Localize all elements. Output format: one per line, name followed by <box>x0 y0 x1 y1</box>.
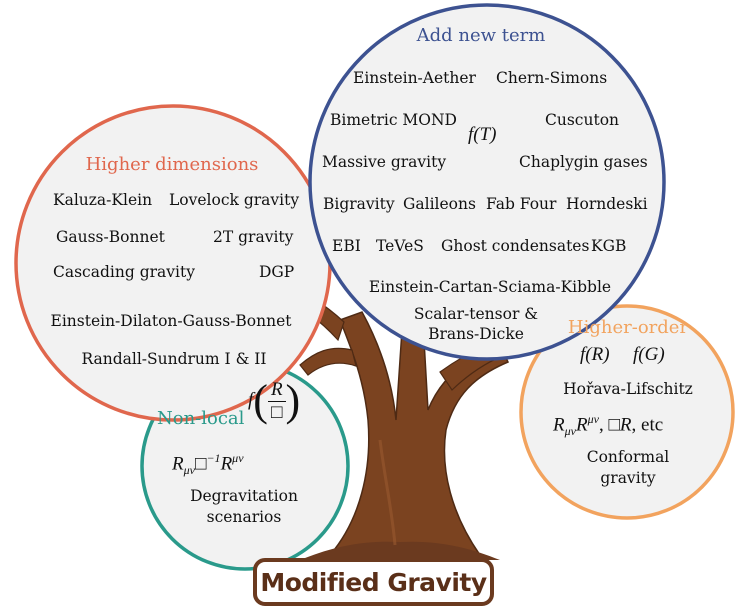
circle-add-new-term <box>308 3 666 361</box>
item-horndeski: Horndeski <box>566 195 648 213</box>
heading-higher-dimensions: Higher dimensions <box>85 154 259 175</box>
heading-higher-order: Higher-order <box>567 317 689 338</box>
item-chaplygin-gases: Chaplygin gases <box>519 153 648 171</box>
tree-roots <box>300 541 500 560</box>
item-conformal: Conformal <box>586 448 670 466</box>
item-scenarios: scenarios <box>206 508 282 526</box>
tree-branch-left-2 <box>299 347 357 376</box>
item-dgp: DGP <box>259 263 295 281</box>
heading-add-new-term: Add new term <box>416 25 546 46</box>
item-ghost-condensates: Ghost condensates <box>441 237 590 255</box>
item-brans-dicke: Brans-Dicke <box>428 325 524 343</box>
circle-higher-order <box>519 304 735 520</box>
item-teves: TeVeS <box>376 237 424 255</box>
item-f-of-t: f(T) <box>468 124 497 145</box>
item-gravity: gravity <box>600 469 656 487</box>
item-einstein-aether: Einstein-Aether <box>353 69 476 87</box>
item-bimetric-mond: Bimetric MOND <box>330 111 457 129</box>
item-gauss-bonnet: Gauss-Bonnet <box>56 228 165 246</box>
item-horava-lifschitz: Hořava-Lifschitz <box>563 380 693 398</box>
item-kaluza-klein: Kaluza-Klein <box>53 191 153 209</box>
item-nonlocal-term: Rμν□−1Rμν <box>172 451 244 478</box>
item-2t-gravity: 2T gravity <box>213 228 294 246</box>
item-bigravity: Bigravity <box>323 195 395 213</box>
item-massive-gravity: Massive gravity <box>322 153 447 171</box>
item-higher-order-invariants: RμνRμν, □R, etc <box>553 412 664 439</box>
item-cuscuton: Cuscuton <box>545 111 620 129</box>
item-f-of-r: f(R) <box>580 344 610 365</box>
item-ebi: EBI <box>332 237 361 255</box>
item-cascading-gravity: Cascading gravity <box>53 263 195 281</box>
item-kgb: KGB <box>591 237 627 255</box>
item-einstein-dilaton-gauss-bonnet: Einstein-Dilaton-Gauss-Bonnet <box>50 312 292 330</box>
item-lovelock-gravity: Lovelock gravity <box>169 191 300 209</box>
item-galileons: Galileons <box>403 195 476 213</box>
diagram-title: Modified Gravity <box>253 558 494 606</box>
item-randall-sundrum: Randall-Sundrum I & II <box>81 350 267 368</box>
heading-non-local: Non-local <box>157 408 245 429</box>
item-chern-simons: Chern-Simons <box>496 69 608 87</box>
item-fab-four: Fab Four <box>486 195 557 213</box>
item-f-of-r-over-box: f(R□) <box>248 376 301 425</box>
trunk-highlight <box>378 439 397 546</box>
item-scalar-tensor: Scalar-tensor & <box>413 305 539 323</box>
item-f-of-g: f(G) <box>633 344 665 365</box>
item-einstein-cartan-sciama-kibble: Einstein-Cartan-Sciama-Kibble <box>368 278 612 296</box>
item-degravitation: Degravitation <box>190 487 298 505</box>
